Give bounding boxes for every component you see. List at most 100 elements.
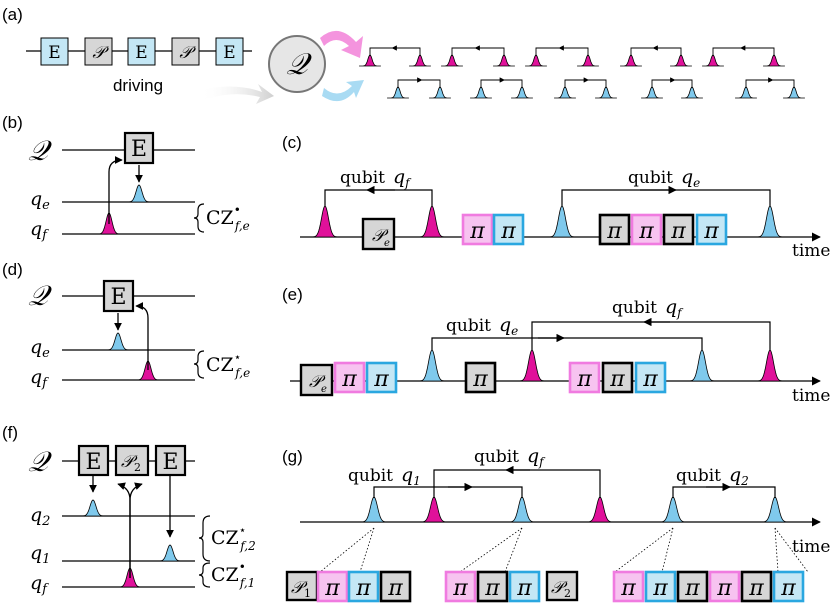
c-pi-grey-2: π — [662, 213, 695, 246]
label-d: (d) — [2, 260, 23, 279]
svg-text:π: π — [652, 576, 668, 601]
c-pulses — [306, 205, 789, 238]
g-pi-blue-2: π — [508, 570, 541, 603]
g-pi-grey-2: π — [476, 570, 509, 603]
g-blue-pulse-1 — [355, 496, 393, 523]
f-arrow-up-right — [129, 482, 143, 578]
svg-text:π: π — [638, 219, 654, 244]
d-qf-label: qf — [30, 366, 49, 391]
e-pi-blue: π — [365, 361, 398, 394]
g-bracket-q1 — [373, 486, 523, 498]
c-blue-pulse-2 — [751, 205, 789, 238]
f-blue-pulse-q2 — [77, 499, 109, 517]
c-P-box: 𝒫 e — [361, 217, 396, 251]
f-cz-f1-label: CZ•f,1 — [211, 560, 255, 590]
svg-text:π: π — [670, 219, 686, 244]
d-cz-label: CZ⋆f,e — [206, 350, 250, 380]
a-magenta-pulse-8 — [670, 54, 692, 67]
c-pi-grey-1: π — [598, 213, 631, 246]
c-blue-pulse-1 — [543, 205, 581, 238]
e-blue-pulse-2 — [683, 349, 721, 382]
e-pi-blue-2: π — [634, 361, 667, 394]
b-brace — [193, 203, 205, 233]
a-top-bracket-3 — [535, 47, 589, 56]
g-pi-tail-5: π — [740, 570, 773, 603]
e-pulses — [413, 349, 789, 382]
drive-box-5: E — [215, 37, 244, 66]
g-blue-pulse-2 — [503, 496, 541, 523]
panel-a: (a) E 𝒫 E 𝒫 E driving 𝒬 — [2, 5, 805, 104]
f-q2-label: q2 — [30, 504, 50, 529]
a-bot-bracket-5 — [745, 79, 795, 88]
a-blue-pulse-6 — [595, 86, 617, 99]
g-guide-line-2 — [359, 527, 375, 573]
a-blue-pulse-8 — [681, 86, 703, 99]
svg-text:E: E — [135, 43, 147, 63]
e-bracket-qf — [531, 321, 771, 350]
f-qf-label: qf — [30, 572, 49, 597]
c-bracket-qf — [324, 189, 433, 206]
a-blue-pulse-9 — [735, 86, 757, 99]
drive-box-3: E — [127, 37, 156, 66]
g-guide-line-1 — [319, 527, 375, 573]
g-blue-pulse-3 — [654, 496, 692, 523]
g-pi-pink-1: π — [316, 570, 349, 603]
g-blue-pulse-4 — [756, 496, 794, 523]
a-top-bracket-4 — [630, 47, 682, 56]
e-pi-single: π — [464, 361, 497, 394]
e-magenta-pulse-2 — [751, 349, 789, 382]
g-bracket-qf — [433, 469, 601, 498]
svg-text:E: E — [131, 137, 147, 162]
d-brace — [193, 350, 205, 379]
d-E-box: E — [102, 279, 135, 313]
b-cz-label: CZ•f,e — [206, 203, 250, 233]
svg-text:π: π — [642, 367, 658, 392]
a-magenta-pulse-3 — [441, 54, 463, 67]
d-qe-label: qe — [30, 336, 50, 361]
a-blue-pulse-10 — [783, 86, 805, 99]
svg-text:π: π — [576, 367, 592, 392]
label-g: (g) — [282, 447, 303, 466]
g-pi-tail-1: π — [612, 570, 645, 603]
g-guide-lines — [319, 527, 809, 573]
drive-box-1: E — [40, 37, 69, 66]
panel-d: (d) 𝒬 qe qf E CZ⋆f,e — [2, 260, 250, 391]
driving-label: driving — [113, 76, 163, 95]
g-magenta-pulse-2 — [581, 496, 619, 523]
magenta-photon-train — [359, 45, 785, 67]
g-pi-tail-3: π — [676, 570, 709, 603]
g-guide-line-7 — [774, 527, 779, 573]
svg-text:π: π — [500, 219, 516, 244]
g-pi-tail-2: π — [644, 570, 677, 603]
svg-text:π: π — [780, 576, 796, 601]
svg-text:E: E — [223, 43, 235, 63]
f-E-box-1: E — [77, 444, 110, 477]
a-blue-pulse-2 — [429, 86, 451, 99]
svg-text:e: e — [321, 384, 327, 395]
g-pi-tail-4: π — [708, 570, 741, 603]
c-pi-blue: π — [492, 213, 525, 246]
svg-text:π: π — [684, 576, 700, 601]
e-magenta-pulse-1 — [513, 349, 551, 382]
label-b: (b) — [2, 113, 23, 132]
a-magenta-pulse-1 — [359, 54, 381, 67]
driving-arrow — [200, 84, 274, 104]
label-e: (e) — [282, 285, 303, 304]
c-time-label: time — [792, 241, 830, 261]
svg-text:π: π — [324, 576, 340, 601]
svg-text:π: π — [516, 576, 532, 601]
svg-text:2: 2 — [564, 587, 571, 600]
label-a: (a) — [2, 5, 23, 24]
g-pi-blue-1: π — [347, 570, 380, 603]
c-pi-pink: π — [461, 213, 494, 246]
